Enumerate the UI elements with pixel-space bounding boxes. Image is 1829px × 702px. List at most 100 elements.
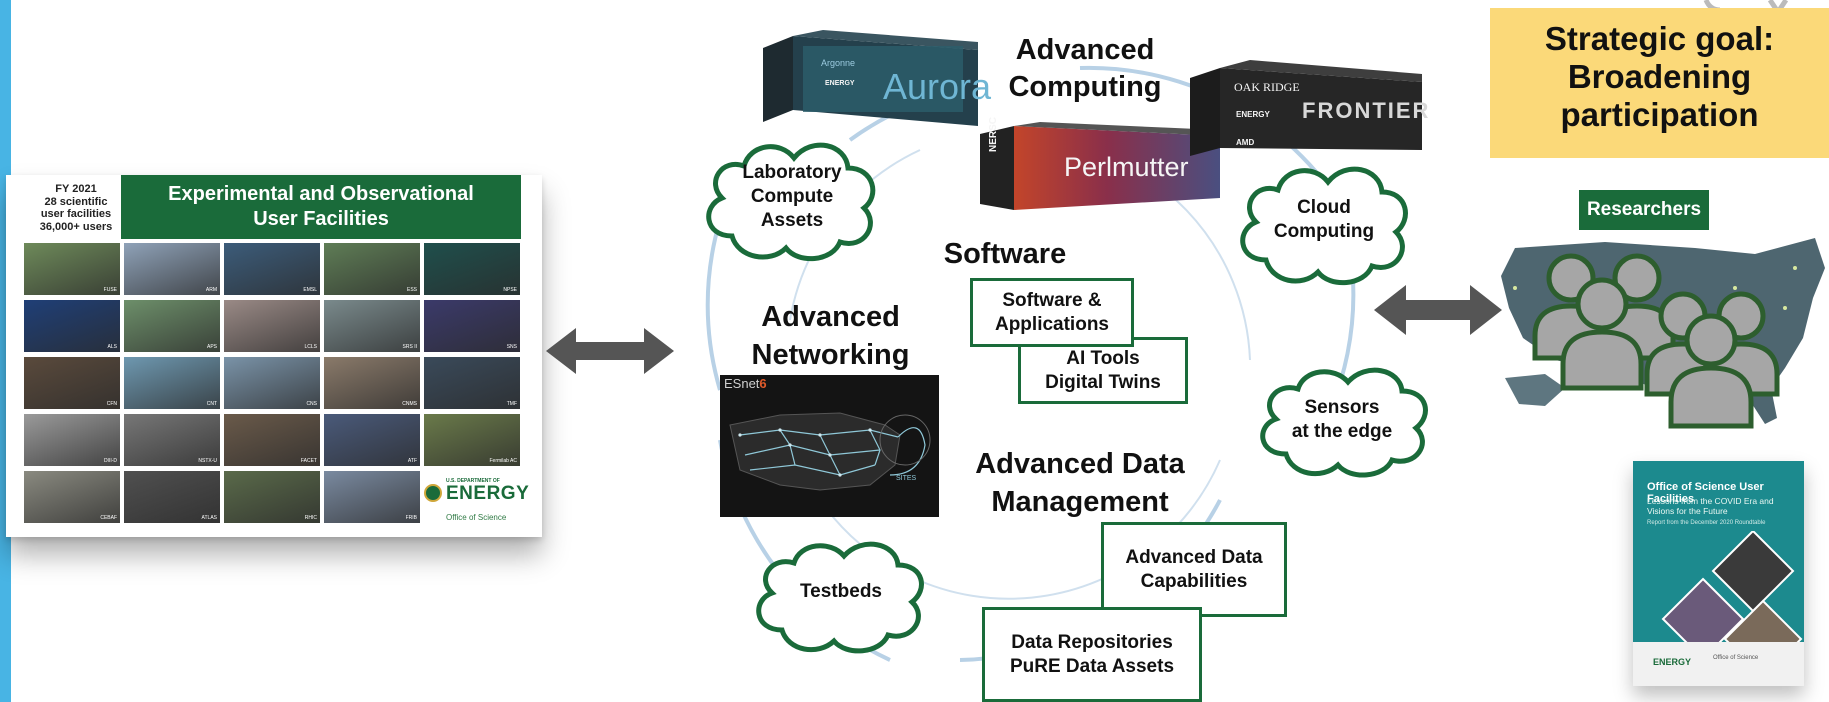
report-office-label: Office of Science — [1713, 655, 1759, 661]
facility-photo-tile: FACET — [224, 414, 320, 466]
facility-tile-label: ESS — [406, 287, 417, 293]
esnet-sites-label: SITES — [896, 475, 917, 482]
facility-photo-tile: ALS — [24, 300, 120, 352]
advanced-networking-line2: Networking — [751, 339, 910, 371]
facility-tile-label: TMF — [506, 401, 517, 407]
cloud-computing-label: Cloud Computing — [1249, 196, 1399, 244]
report-note: Report from the December 2020 Roundtable — [1647, 520, 1766, 526]
doe-energy-logo: U.S. DEPARTMENT OF ENERGY Office of Scie… — [424, 478, 529, 530]
esnet-number: 6 — [759, 376, 767, 391]
frontier-supercomputer: OAK RIDGE ENERGY AMD FRONTIER — [1190, 60, 1428, 160]
facility-photo-tile: ARM — [124, 243, 220, 295]
goal-line2: Broadening — [1567, 58, 1752, 95]
facility-photo-tile: CEBAF — [24, 471, 120, 523]
facility-photo-tile: ATF — [324, 414, 420, 466]
software-applications-box: Software & Applications — [970, 278, 1134, 347]
facility-photo-tile: FRIB — [324, 471, 420, 523]
frontier-cabinets-icon — [1190, 60, 1422, 156]
stats-line: 36,000+ users — [39, 220, 113, 233]
cloud-testbeds-icon — [756, 541, 924, 654]
aurora-cabinets-icon — [763, 30, 978, 126]
data-repositories-box: Data Repositories PuRE Data Assets — [982, 607, 1202, 702]
repos-line2: PuRE Data Assets — [1009, 655, 1175, 677]
facility-tile-label: SRS II — [402, 344, 417, 350]
facility-photo-tile: CNMS — [324, 357, 420, 409]
report-title: Office of Science User Facilities — [1647, 481, 1764, 505]
cloud-line: Computing — [1273, 221, 1375, 242]
advanced-networking-line1: Advanced — [761, 301, 900, 333]
ai-tools-box: AI Tools Digital Twins — [1018, 337, 1188, 404]
facility-photo-tile: RHIC — [224, 471, 320, 523]
researchers-badge: Researchers — [1579, 190, 1709, 230]
strategic-goal-box: Strategic goal: Broadening participation — [1490, 8, 1829, 158]
ring-arc-left — [705, 219, 722, 391]
perlmutter-supercomputer: NERSC Perlmutter — [980, 117, 1220, 212]
stats-line: FY 2021 — [55, 183, 97, 195]
facility-photo-tile: SRS II — [324, 300, 420, 352]
software-apps-line2: Applications — [994, 313, 1109, 335]
facility-tile-label: CEBAF — [100, 515, 117, 521]
facility-tile-label: CNS — [306, 401, 317, 407]
ai-tools-line1: AI Tools — [1066, 347, 1140, 369]
facility-tile-label: DIII-D — [103, 458, 117, 464]
cloud-line: Cloud — [1297, 197, 1351, 218]
facilities-title-line1: Experimental and Observational — [168, 183, 474, 205]
frontier-label: FRONTIER — [1302, 98, 1431, 123]
aurora-label: Aurora — [883, 66, 992, 107]
facility-photo-tile: SNS — [424, 300, 520, 352]
report-subtitle: Lessons from the COVID Era and Visions f… — [1647, 496, 1774, 516]
goal-line1: Strategic goal: — [1544, 20, 1775, 57]
facilities-title-line2: User Facilities — [253, 208, 389, 230]
esnet-label: ESnet — [724, 376, 760, 391]
advanced-data-management-heading: Advanced Data Management — [950, 445, 1210, 521]
facility-photo-tile: ESS — [324, 243, 420, 295]
facilities-title: Experimental and Observational User Faci… — [121, 175, 521, 239]
advanced-networking-heading: Advanced Networking — [733, 298, 928, 374]
facility-tile-label: NSTX-U — [198, 458, 217, 464]
facility-tile-label: ARM — [205, 287, 217, 293]
advanced-computing-line2: Computing — [1008, 71, 1162, 103]
amd-label: AMD — [1236, 138, 1255, 147]
software-heading: Software — [943, 238, 1067, 270]
report-energy-label: ENERGY — [1653, 657, 1692, 667]
oak-ridge-label: OAK RIDGE — [1234, 80, 1300, 94]
cloud-laboratory-icon — [706, 142, 876, 262]
facility-tile-label: CNT — [206, 401, 217, 407]
facility-photo-tile: FUSE — [24, 243, 120, 295]
sensors-line: Sensors — [1304, 397, 1380, 418]
stats-line: user facilities — [40, 208, 112, 220]
us-map-researchers-icon — [1501, 238, 1825, 429]
strategic-goal-text: Strategic goal: Broadening participation — [1490, 20, 1829, 134]
facility-tile-label: Fermilab AC — [489, 458, 517, 464]
laboratory-compute-label: Laboratory Compute Assets — [722, 161, 862, 233]
left-double-arrow-icon — [546, 328, 674, 374]
esnet-network-map-icon — [729, 412, 931, 491]
doe-seal-icon — [424, 484, 442, 502]
adm-line1: Advanced Data — [975, 448, 1185, 480]
sensors-line: at the edge — [1291, 421, 1393, 442]
esnet-title: ESnet6 — [724, 376, 767, 391]
adc-line1: Advanced Data — [1125, 546, 1263, 568]
facility-tile-label: RHIC — [304, 515, 317, 521]
facility-photo-tile: APS — [124, 300, 220, 352]
facility-photo-tile: DIII-D — [24, 414, 120, 466]
adm-line2: Management — [991, 486, 1169, 518]
facility-tile-label: FACET — [300, 458, 317, 464]
office-of-science-label: Office of Science — [446, 513, 507, 522]
cloud-sensors-icon — [1260, 367, 1428, 478]
advanced-data-capabilities-box: Advanced Data Capabilities — [1101, 522, 1287, 617]
facility-photo-tile: CFN — [24, 357, 120, 409]
lab-line: Laboratory — [742, 162, 842, 183]
sensors-edge-label: Sensors at the edge — [1262, 396, 1422, 444]
left-accent-bar — [0, 0, 11, 702]
right-double-arrow-icon — [1374, 285, 1502, 335]
facility-photo-tile: CNS — [224, 357, 320, 409]
testbeds-line: Testbeds — [799, 581, 882, 602]
facility-tile-label: ATLAS — [201, 515, 217, 521]
facility-photo-tile: NPSE — [424, 243, 520, 295]
facility-photo-tile: EMSL — [224, 243, 320, 295]
facility-photo-tile: CNT — [124, 357, 220, 409]
report-footer: ENERGY Office of Science — [1633, 642, 1804, 686]
facilities-panel: FY 2021 28 scientific user facilities 36… — [6, 175, 542, 537]
facilities-stats: FY 2021 28 scientific user facilities 36… — [20, 183, 132, 233]
